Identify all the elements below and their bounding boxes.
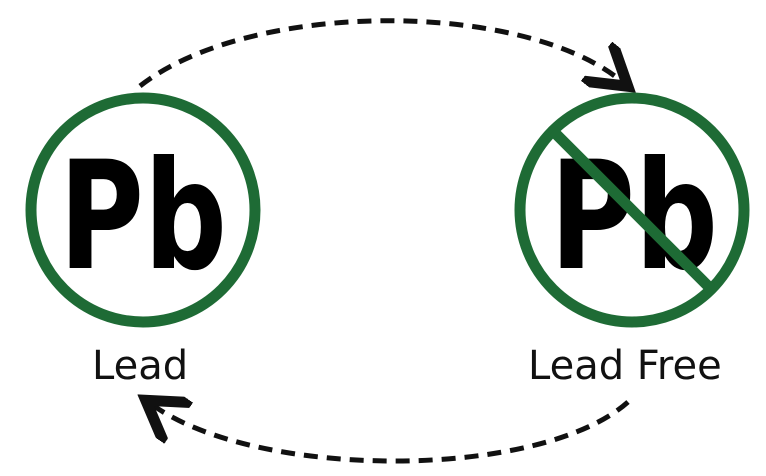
prohibition-slash — [549, 127, 715, 293]
lead-free-label: Lead Free — [528, 343, 722, 389]
lead-free-ring — [514, 92, 750, 328]
lead-node: Pb — [25, 92, 261, 328]
lead-free-node: Pb — [514, 92, 750, 328]
arrow-lead-to-lead-free — [138, 18, 620, 86]
lead-label: Lead — [92, 343, 189, 389]
arrow-lead-free-to-lead — [154, 402, 630, 464]
lead-symbol: Pb — [59, 130, 227, 304]
lead-ring — [25, 92, 261, 328]
